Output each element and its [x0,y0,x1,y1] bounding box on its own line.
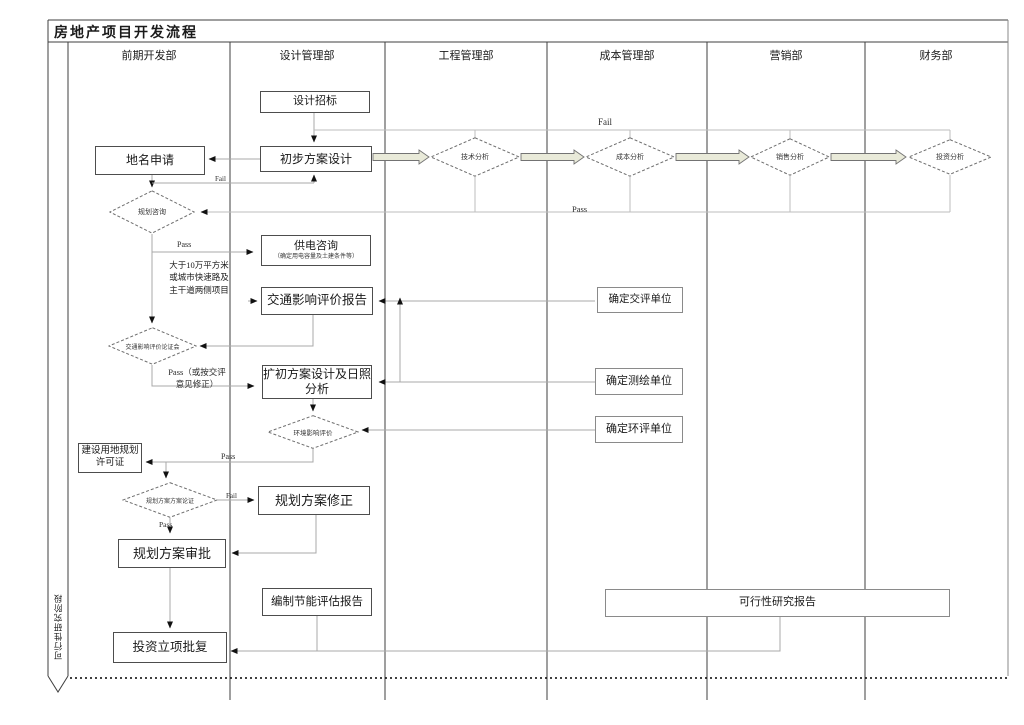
lane-header-marketing: 营销部 [769,50,803,62]
edge-label-fail-plan: Fail [226,492,237,500]
connector-lines [145,113,951,654]
process-traffic-report: 交通影响评价报告 [261,287,373,315]
edge-label-pass-traffic: Pass（或按交评 意见修正） [168,367,226,389]
process-confirm-traffic-unit: 确定交评单位 [597,287,683,313]
decision-label: 投资分析 [936,153,964,161]
process-plan-approval: 规划方案审批 [118,539,226,568]
process-place-name-apply: 地名申请 [95,146,205,175]
process-extended-design: 扩初方案设计及日照分析 [262,365,372,399]
edge-label-fail-top: Fail [598,117,613,127]
process-label: 规划方案审批 [132,545,211,561]
process-label: 确定环评单位 [606,422,672,435]
process-label: 确定测绘单位 [606,374,672,387]
lane-header-cost-mgmt: 成本管理部 [599,50,655,62]
process-label: 交通影响评价报告 [266,293,367,308]
process-label: 编制节能评估报告 [271,595,363,608]
decision-label: 成本分析 [616,153,644,161]
process-label: 初步方案设计 [279,151,352,166]
lane-header-predevelopment: 前期开发部 [121,50,177,62]
edge-label-pass-loop: Pass [572,204,588,214]
decision-label: 技术分析 [461,153,489,161]
process-energy-report: 编制节能评估报告 [262,588,372,616]
process-power-consult: 供电咨询 （确定用电容量及土建条件等） [261,235,371,266]
process-label: 设计招标 [293,95,337,108]
decision-label: 规划方案方案论证 [145,498,194,505]
process-preliminary-design: 初步方案设计 [260,146,372,172]
process-label: 扩初方案设计及日照分析 [263,367,372,396]
decision-investment-analysis: 投资分析 [908,139,992,175]
decision-traffic-review-meeting: 交通影响评价论证会 [108,327,197,365]
decision-planning-consult: 规划咨询 [109,190,195,234]
condition-note: 大于10万平方米 或城市快速路及 主干道两侧项目 [169,260,229,295]
process-feasibility-report: 可行性研究报告 [605,589,950,617]
process-design-tender: 设计招标 [260,91,370,113]
decision-cost-analysis: 成本分析 [585,137,675,177]
decision-tech-analysis: 技术分析 [430,137,520,177]
process-subnote: （确定用电容量及土建条件等） [273,254,358,261]
edge-label-fail-preliminary: Fail [215,175,226,183]
process-confirm-survey-unit: 确定测绘单位 [595,368,683,395]
decision-env-impact-review: 环境影响评价 [267,415,359,449]
process-label: 投资立项批复 [132,639,208,654]
process-label: 可行性研究报告 [739,596,816,609]
process-label: 建设用地规划许可证 [81,446,139,468]
thick-flow-arrows [372,149,907,165]
process-label: 规划方案修正 [274,492,353,508]
decision-label: 环境影响评价 [293,430,333,437]
process-plan-revision: 规划方案修正 [258,486,370,515]
phase-arrow-chevron [47,675,69,693]
process-label: 确定交评单位 [608,293,672,305]
process-label: 地名申请 [125,153,174,168]
edge-label-pass-power: Pass [177,240,192,249]
lane-header-finance: 财务部 [919,50,953,62]
lane-header-design-mgmt: 设计管理部 [279,50,335,62]
decision-label: 交通影响评价论证会 [125,344,180,351]
process-label: 供电咨询 [294,239,338,252]
process-confirm-env-unit: 确定环评单位 [595,416,683,443]
edge-label-pass-permit: Pass [221,452,236,461]
process-investment-approval: 投资立项批复 [113,632,227,663]
decision-label: 销售分析 [776,153,804,161]
diagram-title: 房地产项目开发流程 [54,26,198,41]
decision-label: 规划咨询 [138,208,166,216]
process-land-planning-permit: 建设用地规划许可证 [78,443,142,473]
decision-sales-analysis: 销售分析 [750,138,830,176]
lane-header-engineering-mgmt: 工程管理部 [438,50,494,62]
edge-label-pass-plan: Pass [159,520,173,529]
decision-plan-review-meeting: 规划方案方案论证 [122,482,218,518]
phase-band-label: 可行性研究阶段 [53,593,63,661]
